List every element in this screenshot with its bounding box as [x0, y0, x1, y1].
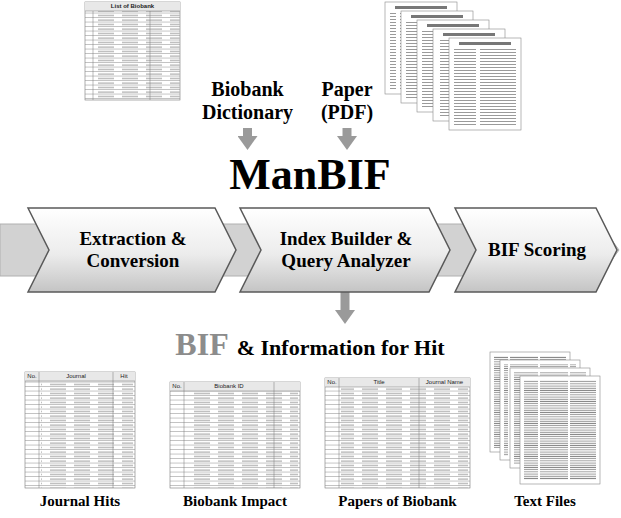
table-title: List of Biobank [85, 2, 180, 11]
output-caption: Journal Hits [20, 491, 140, 513]
process-chevron: Index Builder & Query Analyzer [240, 208, 450, 292]
node-label: Journal Hits [21, 493, 139, 510]
node-text-group: Extraction & Conversion [53, 228, 213, 272]
node-text-group: Index Builder & Query Analyzer [265, 228, 427, 272]
table-header-cell: No. [170, 382, 184, 391]
table-rows [85, 11, 180, 100]
table-grid [85, 11, 180, 100]
node-label: Papers of Biobank [321, 493, 474, 510]
table-text [341, 387, 468, 488]
node-label: BIF Scoring [480, 239, 594, 261]
paper-title [443, 33, 495, 36]
node-sublabel: & Information for Hit [237, 335, 445, 360]
text-page [520, 376, 600, 484]
table-rows [325, 387, 470, 488]
node-label: Index Builder & Query Analyzer [265, 228, 427, 272]
table-header-cell: No. [25, 372, 39, 381]
output-caption: Papers of Biobank [320, 491, 475, 513]
chevron-shape [455, 208, 617, 292]
node-text-group: Journal Hits [21, 493, 139, 510]
table-rows [25, 381, 135, 488]
paper-title [395, 6, 447, 9]
paper-title [411, 15, 463, 18]
table-grid [170, 382, 300, 488]
output-caption: Biobank Impact [165, 491, 305, 513]
table-header [85, 2, 180, 11]
process-chevron: Extraction & Conversion [28, 208, 236, 292]
table-header-cell: No. [325, 378, 339, 387]
dictionary-table-thumbnail [85, 2, 180, 100]
paper-title [427, 24, 479, 27]
flow-arrow [341, 292, 350, 310]
text-lines [524, 380, 596, 480]
node-text-group: BIF Scoring [480, 239, 594, 261]
table-header-cell: Journal [39, 372, 113, 381]
chevron-shape [240, 208, 450, 292]
table-header [25, 372, 135, 381]
node-label: Biobank Impact [166, 493, 304, 510]
paper-page [449, 38, 521, 130]
paper-stack-thumbnail [385, 2, 521, 130]
table-text [41, 381, 133, 488]
table-header-cell: Title [339, 378, 419, 387]
table-text [186, 391, 298, 488]
chevron-shape [28, 208, 236, 292]
node-label: Biobank Dictionary [187, 78, 308, 124]
table-rows [170, 391, 300, 488]
table-frame [325, 378, 470, 488]
node-text-group: Biobank Dictionary [187, 78, 308, 124]
node-text-group: Papers of Biobank [321, 493, 474, 510]
node-text-group: Paper (PDF) [314, 78, 380, 124]
node-text-group: Text Files [486, 493, 604, 510]
table-header-cell: Journal Name [419, 378, 470, 387]
text-files-thumbnail [490, 352, 600, 484]
table-header [170, 382, 300, 391]
journal-table-thumbnail [25, 372, 135, 488]
node-label: Text Files [486, 493, 604, 510]
paper-text [454, 48, 516, 126]
input-label: Biobank Dictionary [185, 74, 310, 128]
process-chevron: BIF Scoring [455, 208, 617, 292]
impact-table-thumbnail [170, 382, 300, 488]
table-frame [170, 382, 300, 488]
node-label: ManBIF [200, 150, 420, 201]
node-text-group: BIF & Information for Hit [142, 326, 478, 363]
table-frame [25, 372, 135, 488]
paper-title [459, 42, 511, 45]
flow-arrow [243, 128, 252, 136]
input-label: Paper (PDF) [312, 74, 382, 128]
output-heading: BIF & Information for Hit [140, 324, 480, 365]
output-caption: Text Files [485, 491, 605, 513]
table-header-cell: Hit [113, 372, 135, 381]
table-grid [325, 378, 470, 488]
papers-table-thumbnail [325, 378, 470, 488]
system-title: ManBIF [200, 150, 420, 201]
table-grid [25, 372, 135, 488]
table-text [95, 11, 180, 100]
table-header-cell: Biobank ID [184, 382, 274, 391]
node-label: BIF [175, 326, 228, 363]
node-text-group: Biobank Impact [166, 493, 304, 510]
flow-arrow [343, 128, 352, 136]
node-label: Paper (PDF) [314, 78, 380, 124]
table-frame [85, 2, 180, 100]
node-text-group: ManBIF [200, 150, 420, 201]
table-header [325, 378, 470, 387]
node-label: Extraction & Conversion [53, 228, 213, 272]
